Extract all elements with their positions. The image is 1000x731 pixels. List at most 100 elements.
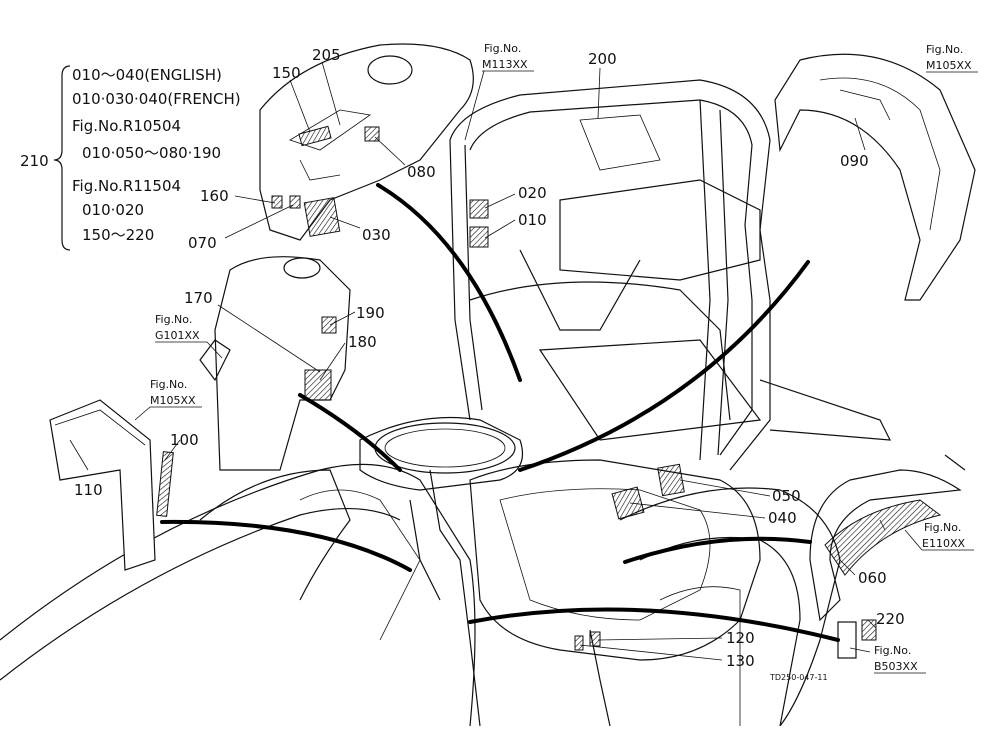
arrow-fender-to-cab bbox=[518, 260, 810, 472]
leader-100 bbox=[164, 439, 181, 461]
decal-190 bbox=[321, 316, 337, 334]
fig-ref-code: M113XX bbox=[482, 58, 528, 71]
part-label-130: 130 bbox=[726, 652, 755, 670]
leader-120 bbox=[597, 637, 723, 641]
fig-ref-code: M105XX bbox=[150, 394, 196, 407]
fig-ref-code: B503XX bbox=[874, 660, 918, 673]
part-label-040: 040 bbox=[768, 509, 797, 527]
leader-e110 bbox=[879, 519, 886, 531]
legend-group-number: 210 bbox=[20, 152, 49, 170]
leader-170 bbox=[217, 304, 321, 373]
fig-ref-title: Fig.No. bbox=[874, 644, 911, 657]
console-gauge bbox=[367, 55, 413, 85]
rops-right-post-inner bbox=[717, 109, 729, 456]
fig-ref-title: Fig.No. bbox=[484, 42, 521, 55]
decal-120 bbox=[589, 631, 601, 647]
side-console bbox=[214, 256, 351, 471]
part-label-070: 070 bbox=[188, 234, 217, 252]
part-label-100: 100 bbox=[170, 431, 199, 449]
arrow-step-to-floor bbox=[623, 536, 812, 564]
legend-line: 010·020 bbox=[82, 201, 144, 219]
part-labels: 150 205 200 080 090 160 070 030 020 010 … bbox=[74, 46, 905, 670]
right-fender bbox=[619, 487, 841, 727]
decal-050 bbox=[657, 463, 685, 497]
fig-ref-code: M105XX bbox=[926, 59, 972, 72]
arrow-connector-to-floor bbox=[468, 607, 840, 642]
console-display bbox=[289, 109, 372, 151]
part-label-160: 160 bbox=[200, 187, 229, 205]
leader-160 bbox=[234, 195, 276, 204]
rops-left-post bbox=[449, 139, 471, 421]
placement-arrows bbox=[160, 183, 840, 642]
canopy-panel bbox=[559, 179, 761, 281]
roof-cutout bbox=[579, 114, 661, 171]
steering-wheel-inner bbox=[384, 428, 506, 468]
dash-edge bbox=[409, 499, 441, 601]
rops-frame-inner bbox=[469, 99, 753, 456]
leader-050 bbox=[679, 479, 771, 497]
fig-ref-leader bbox=[464, 70, 485, 141]
part-label-090: 090 bbox=[840, 152, 869, 170]
left-bracket bbox=[49, 399, 156, 571]
decal-040 bbox=[611, 486, 645, 520]
fig-ref-leader bbox=[206, 341, 223, 359]
part-label-120: 120 bbox=[726, 629, 755, 647]
right-step-tip bbox=[944, 454, 966, 471]
fig-ref-code: G101XX bbox=[155, 329, 200, 342]
leader-b503 bbox=[849, 647, 871, 653]
part-label-020: 020 bbox=[518, 184, 547, 202]
legend-bracket: 210 010～040(ENGLISH) 010·030·040(FRENCH)… bbox=[20, 65, 241, 251]
left-fender bbox=[199, 469, 351, 601]
part-label-080: 080 bbox=[407, 163, 436, 181]
rear-step bbox=[759, 379, 892, 441]
fig-ref-b503: Fig.No. B503XX bbox=[874, 644, 926, 674]
decal-010 bbox=[469, 226, 489, 248]
leader-190 bbox=[329, 311, 356, 326]
connector-box bbox=[837, 621, 857, 659]
rear-deck bbox=[538, 339, 762, 441]
part-label-220: 220 bbox=[876, 610, 905, 628]
rops-frame-outer bbox=[449, 79, 771, 471]
floor-mat bbox=[499, 488, 711, 621]
right-fender-inner bbox=[639, 536, 801, 727]
hood-crease bbox=[0, 507, 401, 681]
decals bbox=[156, 125, 942, 651]
part-label-180: 180 bbox=[348, 333, 377, 351]
part-label-010: 010 bbox=[518, 211, 547, 229]
leader-110 bbox=[69, 439, 89, 471]
fig-ref-g101: Fig.No. G101XX bbox=[155, 313, 223, 359]
leader-060 bbox=[839, 559, 856, 576]
drawing-code: TD250-047-11 bbox=[769, 673, 828, 682]
legend-line: Fig.No.R11504 bbox=[72, 177, 181, 195]
right-fender-rib bbox=[659, 586, 741, 726]
part-label-170: 170 bbox=[184, 289, 213, 307]
seat-back bbox=[519, 249, 641, 331]
fig-ref-title: Fig.No. bbox=[926, 43, 963, 56]
part-label-050: 050 bbox=[772, 487, 801, 505]
legend-line: 150～220 bbox=[82, 226, 154, 244]
rops-right-post bbox=[699, 99, 711, 461]
hood-panel bbox=[299, 489, 421, 641]
leader-030 bbox=[329, 216, 361, 229]
leader-020 bbox=[484, 193, 516, 209]
legend-line: 010～040(ENGLISH) bbox=[72, 66, 222, 84]
leader-lines bbox=[69, 61, 886, 661]
decal-020 bbox=[469, 199, 489, 219]
leader-090 bbox=[854, 117, 866, 151]
part-label-190: 190 bbox=[356, 304, 385, 322]
decal-180 bbox=[304, 369, 332, 401]
leader-150 bbox=[289, 79, 311, 133]
rops-left-post-inner bbox=[464, 144, 483, 411]
fig-ref-m105-top: Fig.No. M105XX bbox=[926, 43, 978, 73]
side-console-cup bbox=[283, 257, 321, 279]
leader-130 bbox=[579, 644, 723, 661]
part-label-150: 150 bbox=[272, 64, 301, 82]
leader-205 bbox=[321, 61, 341, 126]
legend-line: 010·030·040(FRENCH) bbox=[72, 90, 241, 108]
leader-080 bbox=[374, 136, 406, 166]
side-console-tab bbox=[199, 339, 231, 382]
fig-ref-e110: Fig.No. E110XX bbox=[904, 521, 974, 551]
part-label-205: 205 bbox=[312, 46, 341, 64]
leader-010 bbox=[484, 219, 516, 239]
rops-crossbar bbox=[469, 281, 731, 421]
